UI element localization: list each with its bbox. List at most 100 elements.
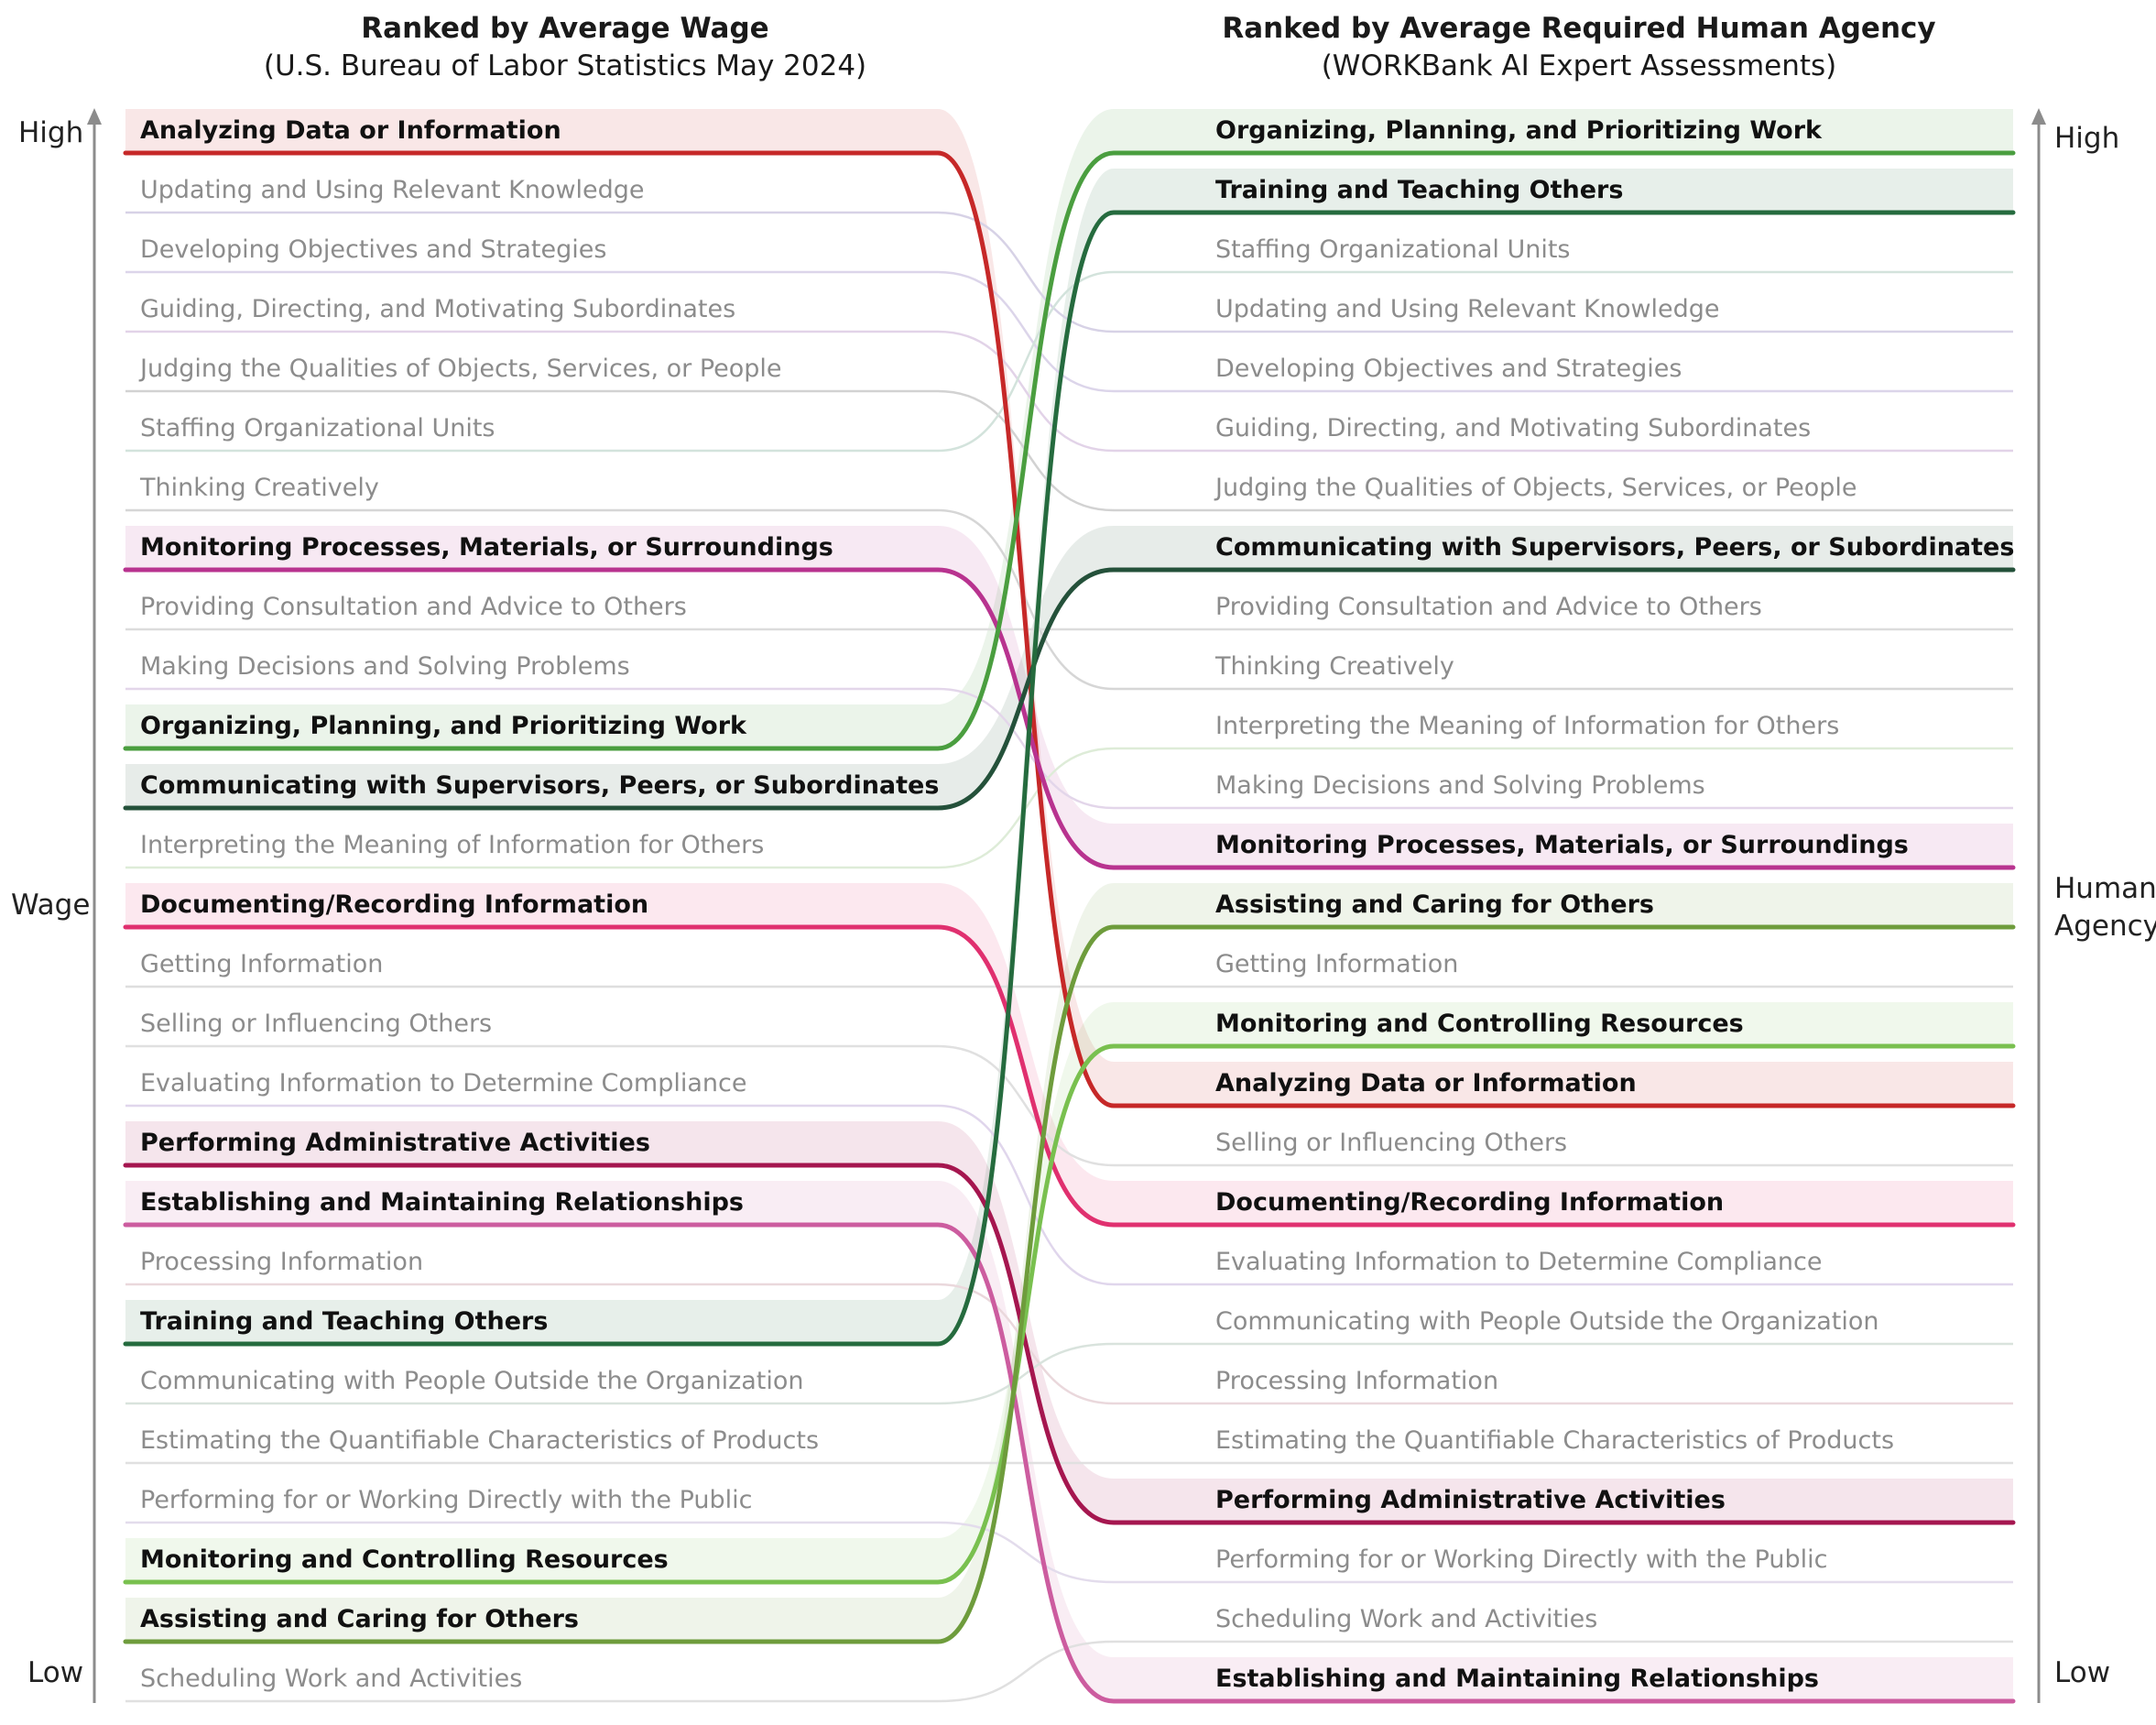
left-label-judging-the-qualities-of-objects-services-or-people: Judging the Qualities of Objects, Servic… xyxy=(138,355,782,383)
flow-line-scheduling-work-and-activities xyxy=(125,1640,2013,1703)
flow-line-documenting-recording-information xyxy=(123,924,2016,1228)
right-ranking-labels: Analyzing Data or Information Updating an… xyxy=(1214,116,2014,1693)
flow-line-staffing-organizational-units xyxy=(125,270,2013,453)
left-label-estimating-the-quantifiable-characteristics-of-products: Estimating the Quantifiable Characterist… xyxy=(140,1426,819,1455)
agency-axis-high: High xyxy=(2054,122,2119,155)
right-label-guiding-directing-and-motivating-subordinates: Guiding, Directing, and Motivating Subor… xyxy=(1215,414,1811,442)
right-label-training-and-teaching-others: Training and Teaching Others xyxy=(1215,176,1623,204)
left-label-processing-information: Processing Information xyxy=(140,1248,423,1276)
wage-axis-low: Low xyxy=(27,1656,83,1689)
right-label-monitoring-processes-materials-or-surroundings: Monitoring Processes, Materials, or Surr… xyxy=(1215,831,1909,859)
left-label-analyzing-data-or-information: Analyzing Data or Information xyxy=(140,116,561,145)
right-label-establishing-and-maintaining-relationships: Establishing and Maintaining Relationshi… xyxy=(1215,1665,1819,1693)
flow-line-analyzing-data-or-information xyxy=(123,150,2016,1108)
flow-line-communicating-with-people-outside-the-organization xyxy=(125,1342,2013,1405)
flow-line-monitoring-and-controlling-resources xyxy=(123,1043,2016,1585)
left-label-training-and-teaching-others: Training and Teaching Others xyxy=(140,1307,548,1336)
flow-line-evaluating-information-to-determine-compliance xyxy=(125,1104,2013,1286)
right-label-organizing-planning-and-prioritizing-work: Organizing, Planning, and Prioritizing W… xyxy=(1215,116,1823,145)
wage-axis-high: High xyxy=(18,116,83,149)
left-label-performing-for-or-working-directly-with-the-public: Performing for or Working Directly with … xyxy=(140,1486,753,1514)
right-label-making-decisions-and-solving-problems: Making Decisions and Solving Problems xyxy=(1215,771,1705,800)
left-label-communicating-with-people-outside-the-organization: Communicating with People Outside the Or… xyxy=(140,1367,804,1395)
left-label-organizing-planning-and-prioritizing-work: Organizing, Planning, and Prioritizing W… xyxy=(140,712,747,740)
right-label-thinking-creatively: Thinking Creatively xyxy=(1214,652,1454,681)
right-label-performing-administrative-activities: Performing Administrative Activities xyxy=(1215,1486,1726,1514)
left-label-getting-information: Getting Information xyxy=(140,950,383,978)
left-label-providing-consultation-and-advice-to-others: Providing Consultation and Advice to Oth… xyxy=(140,593,687,621)
flow-line-assisting-and-caring-for-others xyxy=(123,924,2016,1644)
right-label-estimating-the-quantifiable-characteristics-of-products: Estimating the Quantifiable Characterist… xyxy=(1215,1426,1894,1455)
wage-axis-arrowhead xyxy=(87,108,102,125)
band-performing-administrative-activities xyxy=(125,1121,2013,1523)
flow-line-performing-administrative-activities xyxy=(123,1163,2016,1525)
wage-axis-label: Wage xyxy=(11,889,90,922)
highlight-bands xyxy=(125,109,2013,1701)
band-monitoring-processes-materials-or-surroundings xyxy=(125,526,2013,868)
right-label-judging-the-qualities-of-objects-services-or-people: Judging the Qualities of Objects, Servic… xyxy=(1214,474,1857,502)
flow-line-establishing-and-maintaining-relationships xyxy=(123,1222,2016,1704)
left-label-thinking-creatively: Thinking Creatively xyxy=(139,474,379,502)
right-label-processing-information: Processing Information xyxy=(1215,1367,1498,1395)
right-label-providing-consultation-and-advice-to-others: Providing Consultation and Advice to Oth… xyxy=(1215,593,1762,621)
left-subtitle: (U.S. Bureau of Labor Statistics May 202… xyxy=(264,49,866,82)
right-label-interpreting-the-meaning-of-information-for-others: Interpreting the Meaning of Information … xyxy=(1215,712,1839,740)
human-agency-axis: High Human Agency Low xyxy=(2031,108,2156,1703)
right-label-monitoring-and-controlling-resources: Monitoring and Controlling Resources xyxy=(1215,1010,1744,1038)
right-label-analyzing-data-or-information: Analyzing Data or Information xyxy=(1215,1069,1637,1097)
left-title: Ranked by Average Wage xyxy=(361,12,768,45)
flow-line-thinking-creatively xyxy=(125,508,2013,691)
left-label-selling-or-influencing-others: Selling or Influencing Others xyxy=(140,1010,492,1038)
right-subtitle: (WORKBank AI Expert Assessments) xyxy=(1322,49,1837,82)
right-label-scheduling-work-and-activities: Scheduling Work and Activities xyxy=(1215,1605,1597,1633)
left-label-staffing-organizational-units: Staffing Organizational Units xyxy=(140,414,495,442)
flow-line-performing-for-or-working-directly-with-the-public xyxy=(125,1521,2013,1584)
left-label-performing-administrative-activities: Performing Administrative Activities xyxy=(140,1129,650,1157)
flow-line-organizing-planning-and-prioritizing-work xyxy=(123,150,2016,751)
flow-line-selling-or-influencing-others xyxy=(125,1044,2013,1167)
right-label-communicating-with-people-outside-the-organization: Communicating with People Outside the Or… xyxy=(1215,1307,1879,1336)
muted-flow-lines xyxy=(125,211,2013,1703)
band-communicating-with-supervisors-peers-or-subordinates xyxy=(125,526,2013,808)
flow-line-developing-objectives-and-strategies xyxy=(125,270,2013,393)
right-label-performing-for-or-working-directly-with-the-public: Performing for or Working Directly with … xyxy=(1215,1545,1828,1574)
right-label-assisting-and-caring-for-others: Assisting and Caring for Others xyxy=(1215,890,1654,919)
left-label-monitoring-and-controlling-resources: Monitoring and Controlling Resources xyxy=(140,1545,669,1574)
right-label-getting-information: Getting Information xyxy=(1215,950,1458,978)
right-label-communicating-with-supervisors-peers-or-subordinates: Communicating with Supervisors, Peers, o… xyxy=(1215,533,2014,562)
right-label-developing-objectives-and-strategies: Developing Objectives and Strategies xyxy=(1215,355,1682,383)
flow-line-guiding-directing-and-motivating-subordinates xyxy=(125,330,2013,453)
left-label-assisting-and-caring-for-others: Assisting and Caring for Others xyxy=(140,1605,579,1633)
left-label-developing-objectives-and-strategies: Developing Objectives and Strategies xyxy=(140,235,606,264)
right-title: Ranked by Average Required Human Agency xyxy=(1222,12,1935,45)
wage-axis: High Wage Low xyxy=(11,108,102,1703)
left-label-evaluating-information-to-determine-compliance: Evaluating Information to Determine Comp… xyxy=(140,1069,747,1097)
right-label-updating-and-using-relevant-knowledge: Updating and Using Relevant Knowledge xyxy=(1215,295,1720,323)
agency-axis-arrowhead xyxy=(2031,108,2046,125)
left-label-interpreting-the-meaning-of-information-for-others: Interpreting the Meaning of Information … xyxy=(140,831,764,859)
left-label-establishing-and-maintaining-relationships: Establishing and Maintaining Relationshi… xyxy=(140,1188,744,1217)
agency-axis-low: Low xyxy=(2054,1656,2110,1689)
agency-axis-label-line1: Human xyxy=(2054,872,2156,905)
flow-line-training-and-teaching-others xyxy=(123,210,2016,1347)
flow-line-communicating-with-supervisors-peers-or-subordinates xyxy=(123,567,2016,811)
left-label-making-decisions-and-solving-problems: Making Decisions and Solving Problems xyxy=(140,652,630,681)
highlight-flow-lines xyxy=(123,150,2016,1704)
flow-line-updating-and-using-relevant-knowledge xyxy=(125,211,2013,333)
headers: Ranked by Average Wage (U.S. Bureau of L… xyxy=(264,12,1936,82)
right-label-selling-or-influencing-others: Selling or Influencing Others xyxy=(1215,1129,1567,1157)
agency-axis-label-line2: Agency xyxy=(2054,910,2156,943)
left-label-monitoring-processes-materials-or-surroundings: Monitoring Processes, Materials, or Surr… xyxy=(140,533,833,562)
left-label-scheduling-work-and-activities: Scheduling Work and Activities xyxy=(140,1665,522,1693)
right-label-staffing-organizational-units: Staffing Organizational Units xyxy=(1215,235,1570,264)
left-label-communicating-with-supervisors-peers-or-subordinates: Communicating with Supervisors, Peers, o… xyxy=(140,771,939,800)
left-label-guiding-directing-and-motivating-subordinates: Guiding, Directing, and Motivating Subor… xyxy=(140,295,735,323)
flow-line-monitoring-processes-materials-or-surroundings xyxy=(123,567,2016,870)
right-label-evaluating-information-to-determine-compliance: Evaluating Information to Determine Comp… xyxy=(1215,1248,1823,1276)
left-label-documenting-recording-information: Documenting/Recording Information xyxy=(140,890,648,919)
right-label-documenting-recording-information: Documenting/Recording Information xyxy=(1215,1188,1724,1217)
left-label-updating-and-using-relevant-knowledge: Updating and Using Relevant Knowledge xyxy=(140,176,645,204)
band-documenting-recording-information xyxy=(125,883,2013,1225)
